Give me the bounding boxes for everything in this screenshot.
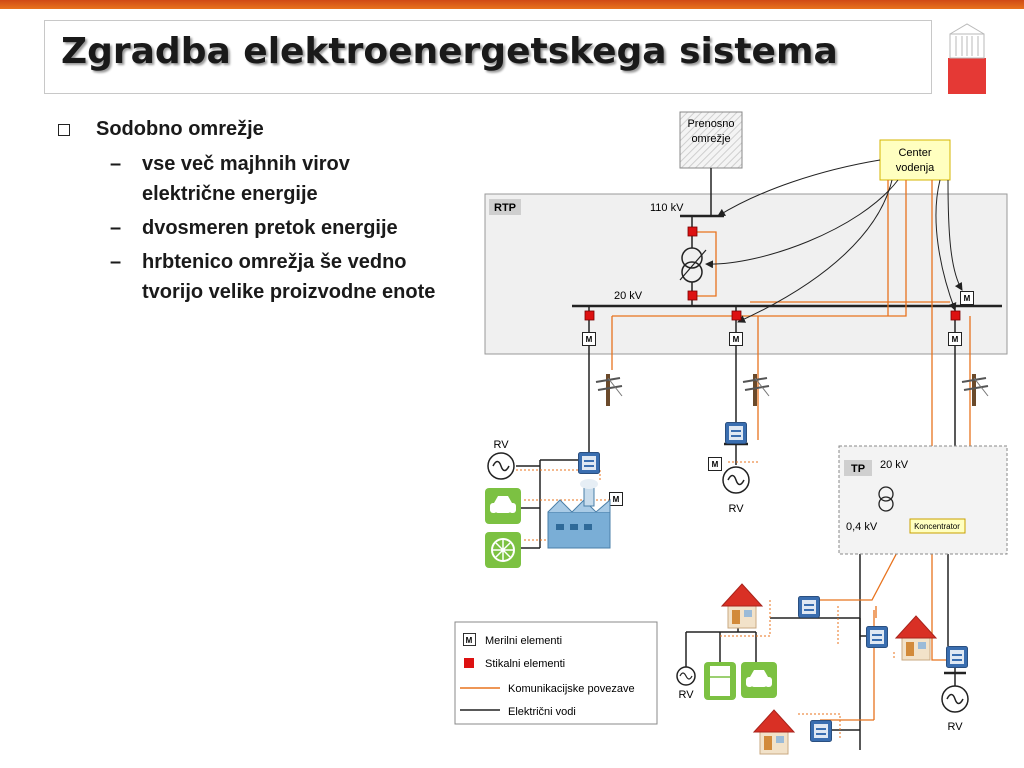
legend-switch-icon <box>464 658 474 668</box>
smart-meter-icon <box>724 421 748 445</box>
meter-glyph: M <box>466 636 473 645</box>
house-icon <box>753 709 795 755</box>
transmission-label-2: omrežje <box>691 133 730 145</box>
rv-label: RV <box>728 503 744 515</box>
smart-meter-icon <box>945 645 969 669</box>
label-04kv: 0,4 kV <box>846 521 878 533</box>
meter-glyph: M <box>952 335 959 344</box>
label-110kv: 110 kV <box>650 202 684 214</box>
smart-meter-icon <box>865 625 889 649</box>
rv-label: RV <box>947 721 963 733</box>
smart-meter-icon <box>809 719 833 743</box>
factory-icon <box>547 479 611 549</box>
dash-icon: – <box>110 217 122 239</box>
electric-car-icon <box>485 488 521 524</box>
smart-meter-icon <box>577 451 601 475</box>
generator-rv-middle <box>722 466 750 494</box>
label-20kv: 20 kV <box>614 290 643 302</box>
rtp-label-bg <box>489 199 521 215</box>
tp-label-bg <box>844 460 872 476</box>
fridge-icon <box>704 662 736 700</box>
control-center-box <box>879 139 951 181</box>
control-center-label-2: vodenja <box>896 162 935 174</box>
tp-label-20kv: 20 kV <box>880 459 909 471</box>
concentrator-box <box>909 518 966 534</box>
electric-car-icon <box>741 662 777 698</box>
sub-bullet: – hrbtenico omrežja še vedno tvorijo vel… <box>58 247 442 307</box>
dash-icon: – <box>110 251 122 273</box>
concentrator-label: Koncentrator <box>914 522 960 531</box>
heat-pump-icon <box>485 532 521 568</box>
tp-label: TP <box>851 463 865 475</box>
bullet-main: Sodobno omrežje <box>58 118 458 141</box>
meter-glyph: M <box>712 460 719 469</box>
power-pole-icon <box>594 372 624 408</box>
power-pole-icon <box>741 372 771 408</box>
rv-label: RV <box>678 689 694 701</box>
sub-bullet-text: hrbtenico omrežja še vedno tvorijo velik… <box>142 251 436 303</box>
legend-comm-label: Komunikacijske povezave <box>508 683 635 695</box>
rtp-area <box>484 193 1008 355</box>
power-pole-icon <box>960 372 990 408</box>
rtp-transformer-icon <box>679 247 707 283</box>
generator-rv-bottom-left <box>676 666 696 686</box>
bullet-list: Sodobno omrežje – vse več majhnih virov … <box>58 118 458 311</box>
university-logo <box>948 23 986 94</box>
legend-box <box>454 621 658 725</box>
page-title: Zgradba elektroenergetskega sistema <box>61 31 838 72</box>
legend-power-label: Električni vodi <box>508 706 576 718</box>
house-icon <box>895 615 937 661</box>
transmission-label-1: Prenosno <box>687 118 734 130</box>
dash-icon: – <box>110 153 122 175</box>
top-accent-bar <box>0 0 1024 9</box>
rtp-label: RTP <box>494 202 516 214</box>
title-box: Zgradba elektroenergetskega sistema <box>44 20 932 94</box>
meter-glyph: M <box>964 294 971 303</box>
generator-rv-bottom-right <box>941 685 969 713</box>
sub-bullet: – vse več majhnih virov električne energ… <box>58 149 442 209</box>
meter-glyph: M <box>613 495 620 504</box>
smart-meter-icon <box>797 595 821 619</box>
house-icon <box>721 583 763 629</box>
checkbox-bullet-icon <box>58 124 70 136</box>
legend-meter-label: Merilni elementi <box>485 635 562 647</box>
sub-bullet: – dvosmeren pretok energije <box>58 213 442 243</box>
switching-elements <box>584 226 961 321</box>
generator-rv-left <box>487 452 515 480</box>
meter-glyph: M <box>586 335 593 344</box>
sub-bullet-text: dvosmeren pretok energije <box>142 217 398 239</box>
legend-switch-label: Stikalni elementi <box>485 658 565 670</box>
meter-glyph: M <box>733 335 740 344</box>
tp-transformer-icon <box>878 486 894 512</box>
bullet-main-text: Sodobno omrežje <box>96 118 264 140</box>
rv-label: RV <box>493 439 509 451</box>
control-arrows <box>705 159 963 323</box>
sub-bullet-text: vse več majhnih virov električne energij… <box>142 153 350 205</box>
control-center-label-1: Center <box>898 147 931 159</box>
